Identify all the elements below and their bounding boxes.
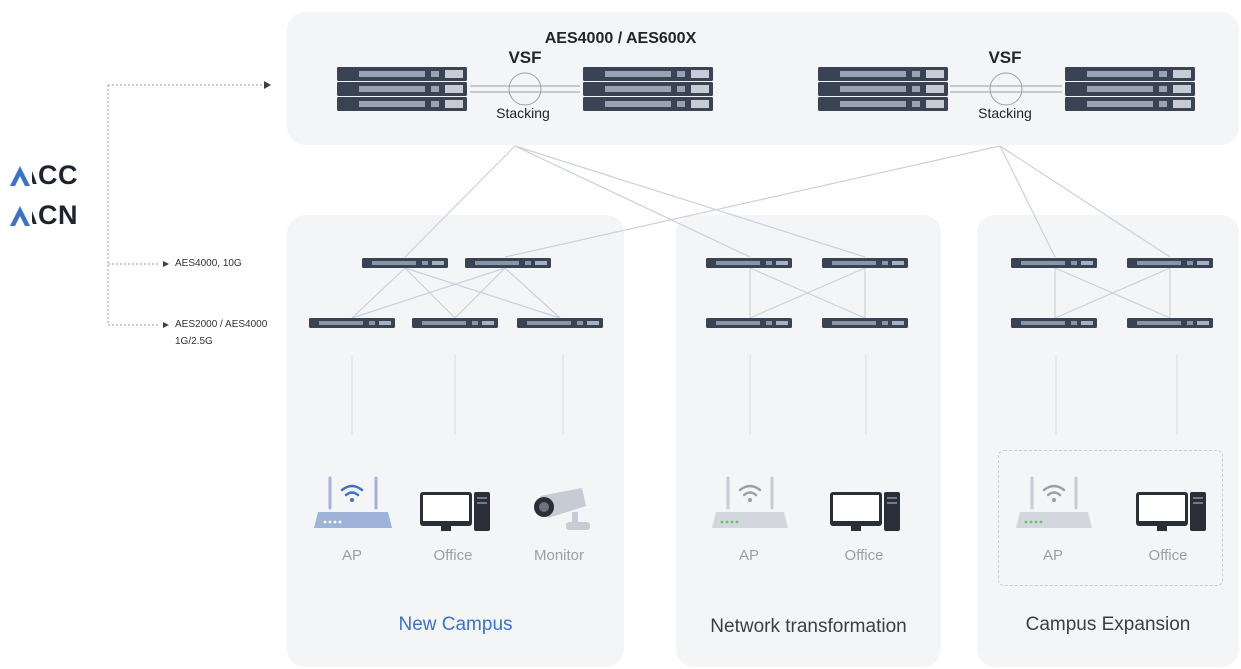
- device-label-office: Office: [433, 547, 473, 564]
- access-point-icon: [1016, 476, 1092, 528]
- stacking-label-right: Stacking: [978, 105, 1032, 121]
- vsf-label-right: VSF: [988, 48, 1022, 67]
- device-label-ap: AP: [1042, 547, 1063, 564]
- aggregation-switch: [362, 258, 448, 268]
- security-camera-icon: [534, 488, 590, 530]
- stacking-connectors: [470, 72, 1062, 106]
- access-tier-label: AES2000 / AES4000: [175, 319, 268, 330]
- access-links: [351, 267, 1171, 319]
- aggregation-switch: [465, 258, 551, 268]
- logo-acn: ACN: [32, 200, 78, 231]
- zone-title-network-transformation: Network transformation: [710, 616, 907, 637]
- core-switch-2: [583, 67, 713, 111]
- logo-acc: ACC: [32, 160, 78, 191]
- logo-acc-text: ACC: [18, 160, 78, 190]
- device-drop-lines: [351, 355, 1178, 435]
- access-switch: [1127, 318, 1213, 328]
- access-switch: [1011, 318, 1097, 328]
- zone-campus-expansion-panel: [977, 215, 1239, 667]
- device-label-ap: AP: [738, 547, 759, 564]
- management-arrowheads: [163, 81, 271, 328]
- access-tier-speed-label: 1G/2.5G: [175, 336, 213, 347]
- device-label-monitor: Monitor: [533, 547, 585, 564]
- core-switch-4: [1065, 67, 1195, 111]
- logo-acn-text: ACN: [18, 200, 78, 230]
- core-switch-3: [818, 67, 948, 111]
- zone-new-campus-panel: [287, 215, 624, 667]
- stacking-label-left: Stacking: [496, 105, 550, 121]
- device-label-office: Office: [1148, 547, 1188, 564]
- access-switch: [412, 318, 498, 328]
- management-links: [107, 84, 264, 326]
- campus-expansion-device-box: [998, 450, 1223, 586]
- aggregation-switch: [1011, 258, 1097, 268]
- device-label-ap: AP: [341, 547, 362, 564]
- office-computer-icon: [830, 492, 900, 531]
- aggregation-switch: [706, 258, 792, 268]
- office-computer-icon: [420, 492, 490, 531]
- core-switch-1: [337, 67, 467, 111]
- zone-network-transformation-panel: [676, 215, 941, 667]
- core-uplinks: [404, 145, 1171, 258]
- access-switch: [706, 318, 792, 328]
- zone-title-new-campus: New Campus: [398, 614, 513, 635]
- aggregation-tier-label: AES4000, 10G: [175, 258, 242, 269]
- zone-title-campus-expansion: Campus Expansion: [1025, 614, 1191, 635]
- device-label-office: Office: [844, 547, 884, 564]
- aggregation-switch: [822, 258, 908, 268]
- access-switch: [517, 318, 603, 328]
- office-computer-icon: [1136, 492, 1206, 531]
- access-switch: [822, 318, 908, 328]
- access-switch: [309, 318, 395, 328]
- access-point-icon: [712, 476, 788, 528]
- vsf-label-left: VSF: [508, 48, 542, 67]
- logo-mark-icon: [10, 166, 30, 226]
- aggregation-switch: [1127, 258, 1213, 268]
- access-point-icon: [314, 476, 392, 528]
- core-layer-title: AES4000 / AES600X: [544, 30, 697, 47]
